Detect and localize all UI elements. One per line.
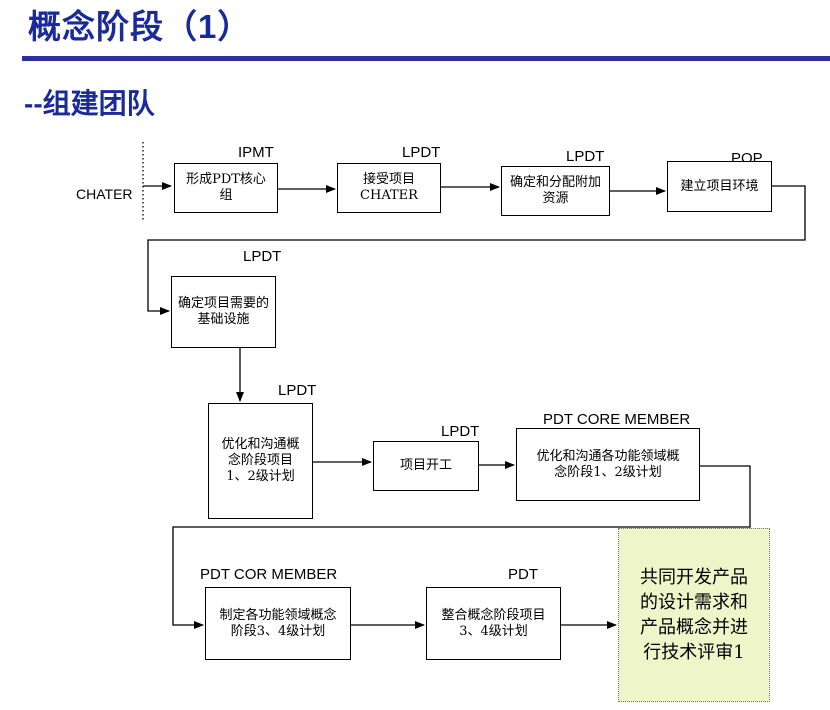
owner-label-n3: LPDT <box>566 148 605 165</box>
page-title: 概念阶段（1） <box>28 8 252 45</box>
process-box-n8: 优化和沟通各功能领域概念阶段1、2级计划 <box>516 428 700 501</box>
process-box-n9: 制定各功能领域概念阶段3、4级计划 <box>205 587 351 660</box>
process-box-n3: 确定和分配附加资源 <box>501 166 610 216</box>
process-box-n2: 接受项目CHATER <box>337 163 441 213</box>
title-divider <box>22 56 830 61</box>
process-box-n5: 确定项目需要的基础设施 <box>171 276 276 348</box>
owner-label-n10: PDT <box>508 566 538 583</box>
owner-label-n6: LPDT <box>278 382 317 399</box>
process-box-n10: 整合概念阶段项目3、4级计划 <box>426 587 561 660</box>
process-box-n1: 形成PDT核心组 <box>174 163 278 213</box>
owner-label-n1: IPMT <box>238 144 274 161</box>
owner-label-n5: LPDT <box>243 248 282 265</box>
arrow-n8-n9 <box>172 465 751 629</box>
start-label: CHATER <box>76 186 133 202</box>
page-subtitle: --组建团队 <box>24 88 155 119</box>
owner-label-n2: LPDT <box>402 144 441 161</box>
owner-label-n7: LPDT <box>441 423 480 440</box>
final-outcome-box: 共同开发产品的设计需求和产品概念并进行技术评审1 <box>618 528 770 702</box>
process-box-n7: 项目开工 <box>373 441 479 491</box>
process-box-n4: 建立项目环境 <box>667 161 772 212</box>
process-box-n6: 优化和沟通概念阶段项目1、2级计划 <box>208 403 313 519</box>
owner-label-n8: PDT CORE MEMBER <box>543 411 691 428</box>
arrow-n4-n5 <box>147 185 806 315</box>
owner-label-n9: PDT COR MEMBER <box>200 566 338 583</box>
